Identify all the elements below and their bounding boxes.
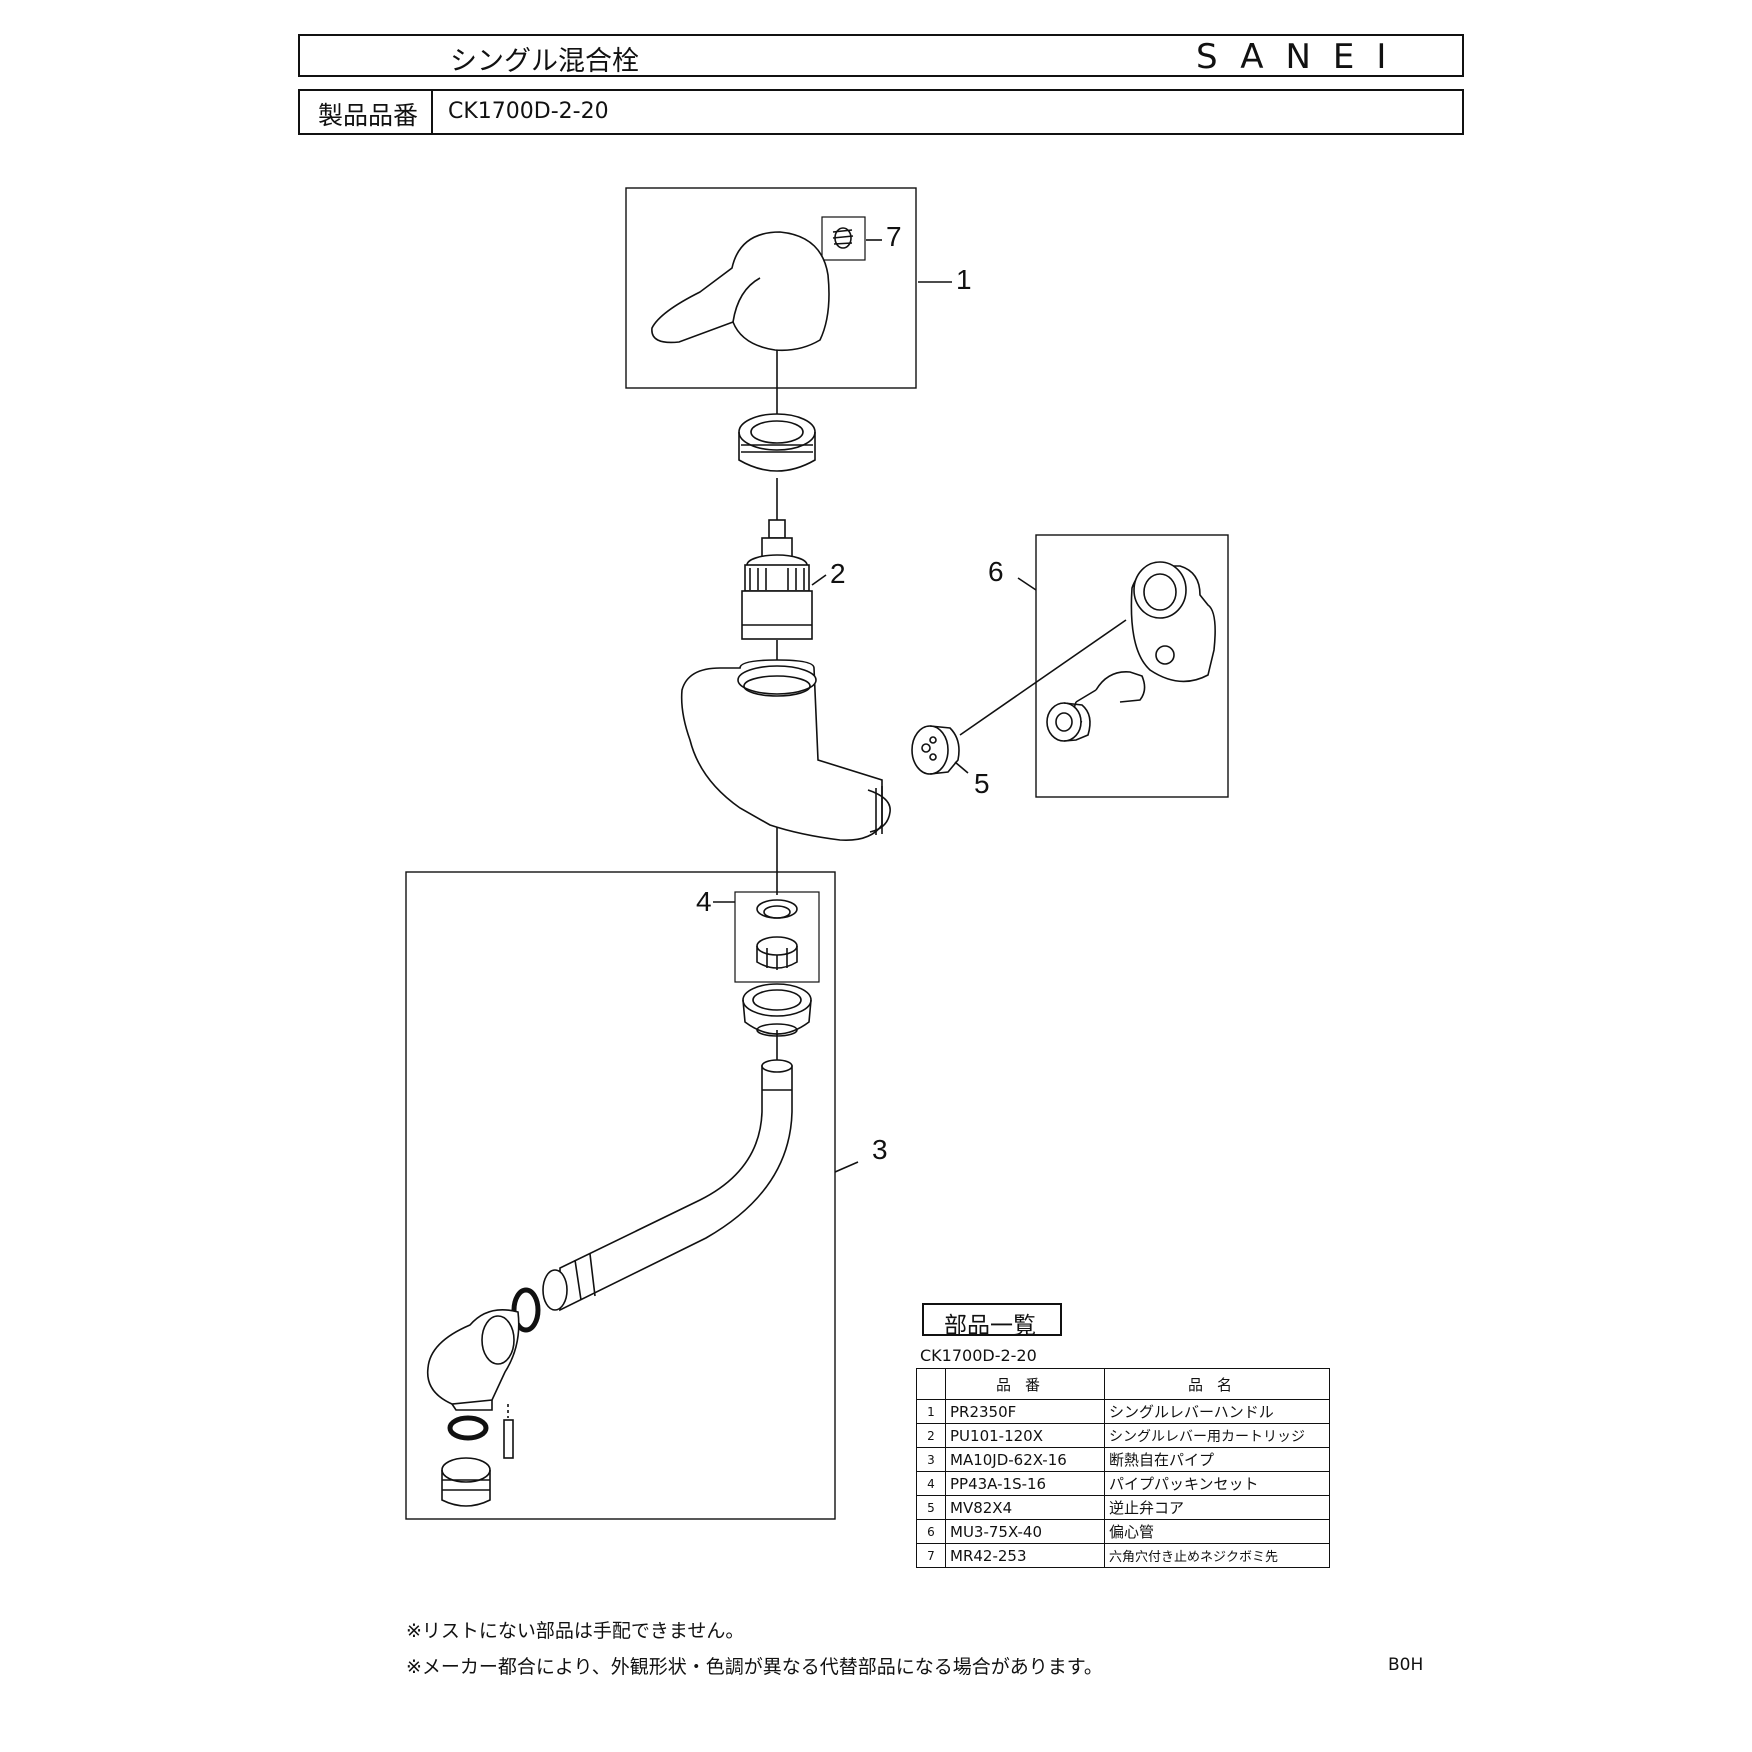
parts-list-heading-text: 部品一覧	[944, 1313, 1036, 1339]
row-code: PU101-120X	[945, 1423, 1105, 1448]
title-bar: シングル混合栓 SANEI	[298, 34, 1464, 77]
col-header-code: 品番	[945, 1368, 1105, 1400]
product-number-label: 製品品番	[318, 101, 419, 130]
row-code: MR42-253	[945, 1543, 1105, 1568]
callout-5: 5	[974, 768, 990, 799]
product-title: シングル混合栓	[450, 46, 639, 77]
row-name: 断熱自在パイプ	[1104, 1447, 1330, 1472]
brand-logo: SANEI	[1196, 37, 1409, 77]
header-divider	[431, 91, 433, 133]
note-substitution: ※メーカー都合により、外観形状・色調が異なる代替部品になる場合があります。	[406, 1656, 1103, 1678]
product-number-bar: 製品品番 CK1700D-2-20	[298, 89, 1464, 135]
row-name: シングルレバーハンドル	[1104, 1399, 1330, 1424]
row-no: 3	[916, 1447, 946, 1472]
callout-4: 4	[696, 886, 712, 917]
row-name: シングルレバー用カートリッジ	[1104, 1423, 1330, 1448]
footer-code: B0H	[1388, 1655, 1424, 1675]
row-no: 6	[916, 1519, 946, 1544]
parts-list-heading: 部品一覧	[922, 1303, 1062, 1339]
row-name: 六角穴付き止めネジクボミ先	[1104, 1543, 1330, 1568]
table-header-row: 品番 品名	[916, 1368, 1330, 1400]
row-no: 4	[916, 1471, 946, 1496]
row-no: 1	[916, 1399, 946, 1424]
row-code: MA10JD-62X-16	[945, 1447, 1105, 1472]
row-name: 偏心管	[1104, 1519, 1330, 1544]
row-name: 逆止弁コア	[1104, 1495, 1330, 1520]
row-no: 7	[916, 1543, 946, 1568]
row-code: MV82X4	[945, 1495, 1105, 1520]
row-no: 2	[916, 1423, 946, 1448]
col-header-no	[916, 1368, 946, 1400]
row-name: パイプパッキンセット	[1104, 1471, 1330, 1496]
callout-2: 2	[830, 558, 846, 589]
callout-3: 3	[872, 1134, 888, 1165]
note-availability: ※リストにない部品は手配できません。	[406, 1620, 745, 1642]
col-header-name: 品名	[1104, 1368, 1330, 1400]
row-no: 5	[916, 1495, 946, 1520]
row-code: PR2350F	[945, 1399, 1105, 1424]
parts-list-model: CK1700D-2-20	[920, 1346, 1037, 1365]
callout-1: 1	[956, 264, 972, 295]
callout-7: 7	[886, 221, 902, 252]
callout-6: 6	[988, 556, 1004, 587]
row-code: MU3-75X-40	[945, 1519, 1105, 1544]
product-number: CK1700D-2-20	[448, 99, 609, 124]
row-code: PP43A-1S-16	[945, 1471, 1105, 1496]
